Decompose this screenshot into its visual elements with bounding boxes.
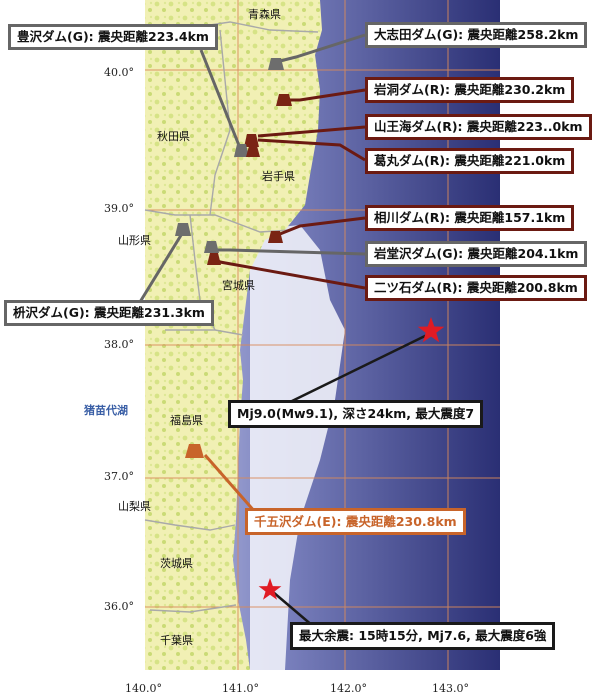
dam-label-taishida: 大志田ダム(G): 震央距離258.2km: [365, 22, 588, 48]
dam-marker-iwadozawa: [204, 241, 219, 253]
land-tohoku: [145, 0, 322, 670]
pref-ibaraki: 茨城県: [160, 557, 193, 570]
dam-label-masuzawa: 枡沢ダム(G): 震央距離231.3km: [4, 300, 214, 326]
lon-tick-140: 140.0°: [125, 682, 162, 695]
dam-label-futatsuishi: 二ツ石ダム(R): 震央距離200.8km: [365, 275, 587, 301]
nearshore-sea: [250, 225, 345, 670]
aftershock-label: 最大余震: 15時15分, Mj7.6, 最大震度6強: [290, 622, 556, 650]
dam-label-sannokai: 山王海ダム(R): 震央距離223..0km: [365, 114, 592, 140]
dam-marker-futatsuishi: [207, 253, 221, 265]
lat-tick-36: 36.0°: [104, 600, 134, 613]
lake-inawashiro: 猪苗代湖: [84, 404, 128, 417]
prefecture-borders: [144, 21, 319, 613]
mainshock-label: Mj9.0(Mw9.1), 深さ24km, 最大震度7: [228, 400, 484, 428]
quake-stars: [258, 317, 445, 600]
aftershock-star-icon: [258, 578, 282, 600]
mainshock-star-icon: [417, 317, 445, 343]
dam-label-gando: 岩洞ダム(R): 震央距離230.2km: [365, 77, 575, 103]
dam-marker-taishida: [268, 58, 284, 70]
dam-markers: [175, 58, 292, 458]
pref-aomori: 青森県: [248, 8, 281, 21]
pref-yamanashi: 山梨県: [118, 500, 151, 513]
dam-label-toyosawa: 豊沢ダム(G): 震央距離223.4km: [8, 24, 218, 50]
dam-label-aikawa: 相川ダム(R): 震央距離157.1km: [365, 205, 575, 231]
lat-tick-38: 38.0°: [104, 338, 134, 351]
lon-tick-142: 142.0°: [330, 682, 367, 695]
dam-label-iwadozawa: 岩堂沢ダム(G): 震央距離204.1km: [365, 241, 588, 267]
dam-marker-aikawa: [268, 231, 283, 243]
pref-iwate: 岩手県: [262, 170, 295, 183]
dam-label-kuzumaru: 葛丸ダム(R): 震央距離221.0km: [365, 148, 575, 174]
pref-akita: 秋田県: [157, 130, 190, 143]
lat-tick-39: 39.0°: [104, 202, 134, 215]
lat-tick-40: 40.0°: [104, 66, 134, 79]
pref-fukushima: 福島県: [170, 414, 203, 427]
lon-tick-143: 143.0°: [432, 682, 469, 695]
pref-miyagi: 宮城県: [222, 279, 255, 292]
pref-yamagata: 山形県: [118, 234, 151, 247]
connector-lines: [138, 33, 428, 633]
dam-marker-masuzawa: [175, 223, 191, 236]
dam-marker-gando: [276, 94, 292, 106]
lon-tick-141: 141.0°: [222, 682, 259, 695]
dam-label-sengosawa: 千五沢ダム(E): 震央距離230.8km: [245, 508, 466, 535]
dam-marker-sengosawa: [185, 444, 204, 458]
dam-marker-toyosawa: [234, 144, 249, 157]
dam-marker-kuzumaru: [246, 146, 260, 157]
grid-lines: [145, 0, 500, 670]
lat-tick-37: 37.0°: [104, 470, 134, 483]
dam-marker-sannokai: [244, 134, 259, 147]
pref-chiba: 千葉県: [160, 634, 193, 647]
